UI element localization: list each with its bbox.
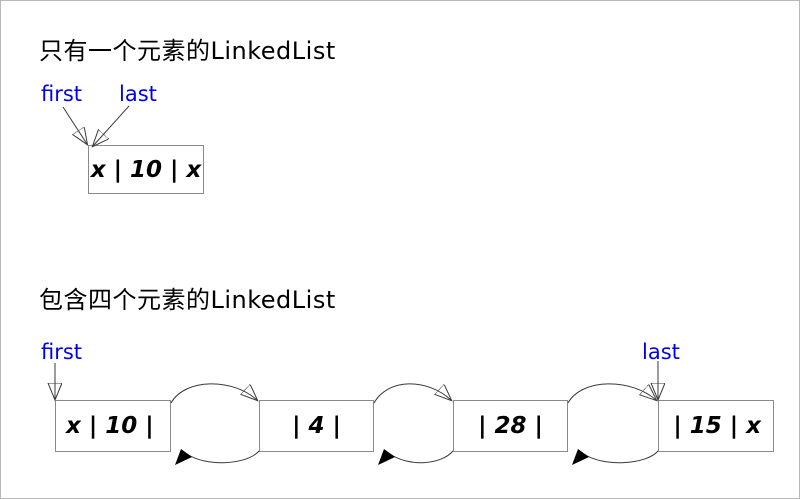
- next-arc-2-3: [373, 383, 451, 404]
- node-text-4: | 15 | x: [673, 413, 761, 439]
- single-node-box: x | 10 | x: [88, 145, 204, 194]
- first-pointer-label-four: first: [41, 340, 83, 364]
- first-arrow-single-icon: [62, 106, 87, 144]
- section-title-single: 只有一个元素的LinkedList: [39, 37, 336, 65]
- prev-arrowhead-4-3-icon: [572, 449, 589, 465]
- prev-arc-2-1: [186, 450, 260, 464]
- next-arc-3-4: [567, 383, 656, 404]
- node-text-3: | 28 |: [478, 413, 543, 439]
- node-box-3: | 28 |: [453, 400, 568, 452]
- last-pointer-label-single: last: [119, 82, 157, 106]
- prev-arc-4-3: [583, 450, 659, 464]
- prev-arrowhead-2-1-icon: [175, 449, 192, 465]
- prev-arc-3-2: [389, 450, 454, 464]
- node-box-4: | 15 | x: [658, 400, 774, 452]
- section-title-four: 包含四个元素的LinkedList: [39, 286, 336, 314]
- node-text-2: | 4 |: [292, 413, 341, 439]
- node-text-1: x | 10 |: [66, 413, 154, 439]
- single-node-text: x | 10 | x: [90, 156, 202, 183]
- next-arc-1-2: [170, 383, 257, 404]
- first-pointer-label-single: first: [41, 82, 83, 106]
- last-pointer-label-four: last: [642, 340, 680, 364]
- prev-arrowhead-3-2-icon: [378, 449, 395, 465]
- last-arrow-single-icon: [93, 105, 130, 146]
- node-box-2: | 4 |: [259, 400, 374, 452]
- node-box-1: x | 10 |: [55, 400, 171, 452]
